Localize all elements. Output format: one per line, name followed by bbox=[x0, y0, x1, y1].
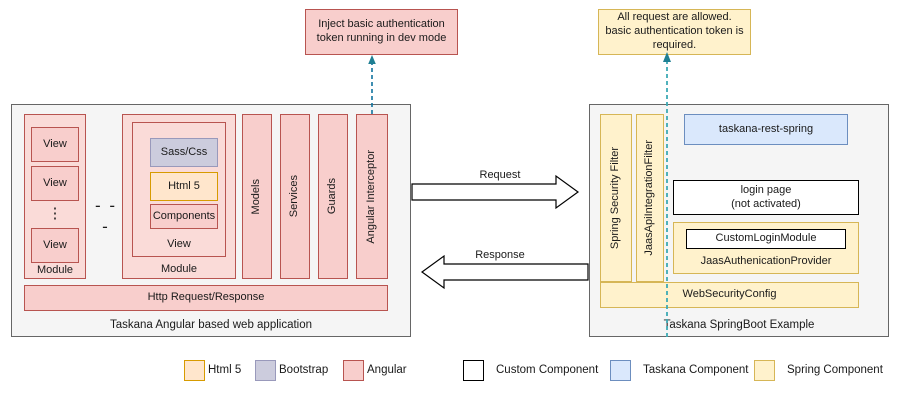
legend-swatch-bootstrap bbox=[255, 360, 276, 381]
column-angular-interceptor-label: Angular Interceptor bbox=[365, 149, 378, 244]
legend-swatch-taskana-component bbox=[610, 360, 631, 381]
client-panel-caption-text: Taskana Angular based web application bbox=[109, 318, 313, 331]
http-request-response-label: Http Request/Response bbox=[147, 291, 265, 304]
modules-gap-ellipsis-glyph: - - - bbox=[94, 195, 118, 236]
module-left-view-3: View bbox=[31, 228, 79, 263]
column-angular-interceptor: Angular Interceptor bbox=[356, 114, 388, 279]
module-right-item-html5: Html 5 bbox=[150, 172, 218, 201]
module-left-vertical-ellipsis-glyph: ⋮ bbox=[47, 204, 63, 222]
request-arrow-label-text: Request bbox=[479, 169, 521, 182]
client-panel-caption: Taskana Angular based web application bbox=[11, 316, 411, 334]
column-models-label: Models bbox=[250, 178, 263, 215]
client-annotation-text: Inject basic authentication token runnin… bbox=[316, 18, 447, 44]
response-arrow-label-text: Response bbox=[475, 249, 525, 262]
module-right-view-label-text: View bbox=[167, 238, 191, 251]
module-right-item-components: Components bbox=[150, 204, 218, 229]
legend-swatch-spring-component bbox=[754, 360, 775, 381]
module-left-view-1: View bbox=[31, 127, 79, 162]
filter-spring-security-label: Spring Security Filter bbox=[609, 146, 622, 250]
module-right-item-sass-css: Sass/Css bbox=[150, 138, 218, 167]
module-right-label: Module bbox=[122, 261, 236, 279]
module-left-vertical-ellipsis-icon: ⋮ bbox=[31, 203, 79, 225]
server-annotation-text: All request are allowed. basic authentic… bbox=[605, 11, 744, 51]
request-arrow-label: Request bbox=[440, 168, 560, 184]
column-guards-label: Guards bbox=[326, 178, 339, 215]
modules-gap-ellipsis-icon: - - - bbox=[90, 196, 122, 236]
legend-label-spring-component: Spring Component bbox=[787, 364, 883, 376]
legend-label-angular: Angular bbox=[367, 364, 407, 376]
server-panel-caption: Taskana SpringBoot Example bbox=[589, 316, 889, 334]
taskana-rest-spring-box: taskana-rest-spring bbox=[684, 114, 848, 145]
column-services: Services bbox=[280, 114, 310, 279]
custom-login-module-label: CustomLoginModule bbox=[715, 232, 817, 245]
module-left-label: Module bbox=[24, 263, 86, 279]
legend-label-bootstrap: Bootstrap bbox=[279, 364, 328, 376]
legend-label-custom-component-text: Custom Component bbox=[496, 364, 599, 376]
client-annotation-note: Inject basic authentication token runnin… bbox=[305, 9, 458, 55]
legend-label-html5: Html 5 bbox=[208, 364, 241, 376]
legend: Html 5 Bootstrap Angular Custom Componen… bbox=[0, 355, 900, 389]
legend-swatch-angular bbox=[343, 360, 364, 381]
module-right-item-html5-label: Html 5 bbox=[168, 179, 200, 192]
login-page-box: login page (not activated) bbox=[673, 180, 859, 215]
legend-swatch-custom-component bbox=[463, 360, 484, 381]
legend-label-custom-component: Custom Component bbox=[496, 364, 598, 376]
legend-label-spring-component-text: Spring Component bbox=[787, 364, 883, 376]
module-left-view-2: View bbox=[31, 166, 79, 201]
http-request-response-bar: Http Request/Response bbox=[24, 285, 388, 311]
login-page-label-line2: (not activated) bbox=[731, 197, 801, 210]
legend-label-taskana-component-text: Taskana Component bbox=[643, 364, 749, 376]
filter-jaas-api-integration-label: JaasApiIntegrationFilter bbox=[643, 140, 656, 256]
jaas-authentication-provider-label: JaasAuthenicationProvider bbox=[673, 253, 859, 271]
module-right-view-label: View bbox=[132, 236, 226, 254]
jaas-authentication-provider-label-text: JaasAuthenicationProvider bbox=[700, 255, 832, 268]
module-right-label-text: Module bbox=[160, 263, 198, 276]
module-right-item-sass-css-label: Sass/Css bbox=[160, 145, 208, 158]
filter-spring-security: Spring Security Filter bbox=[600, 114, 632, 282]
column-models: Models bbox=[242, 114, 272, 279]
module-left-view-3-label: View bbox=[43, 238, 67, 251]
legend-swatch-html5 bbox=[184, 360, 205, 381]
web-security-config-box: WebSecurityConfig bbox=[600, 282, 859, 308]
legend-label-taskana-component: Taskana Component bbox=[643, 364, 748, 376]
column-services-label: Services bbox=[288, 175, 301, 218]
server-annotation-note: All request are allowed. basic authentic… bbox=[598, 9, 751, 55]
column-guards: Guards bbox=[318, 114, 348, 279]
login-page-label-line1: login page bbox=[740, 183, 792, 196]
filter-jaas-api-integration: JaasApiIntegrationFilter bbox=[636, 114, 664, 282]
custom-login-module-box: CustomLoginModule bbox=[686, 229, 846, 249]
legend-label-angular-text: Angular bbox=[367, 364, 407, 376]
legend-label-bootstrap-text: Bootstrap bbox=[279, 364, 329, 376]
module-left-view-2-label: View bbox=[43, 176, 67, 189]
server-panel-caption-text: Taskana SpringBoot Example bbox=[663, 318, 815, 331]
module-left-view-1-label: View bbox=[43, 137, 67, 150]
module-left-label-text: Module bbox=[36, 264, 74, 277]
web-security-config-label: WebSecurityConfig bbox=[682, 288, 777, 301]
legend-label-html5-text: Html 5 bbox=[208, 364, 242, 376]
taskana-rest-spring-label: taskana-rest-spring bbox=[718, 122, 814, 135]
response-arrow-label: Response bbox=[440, 248, 560, 264]
module-right-item-components-label: Components bbox=[152, 209, 216, 222]
